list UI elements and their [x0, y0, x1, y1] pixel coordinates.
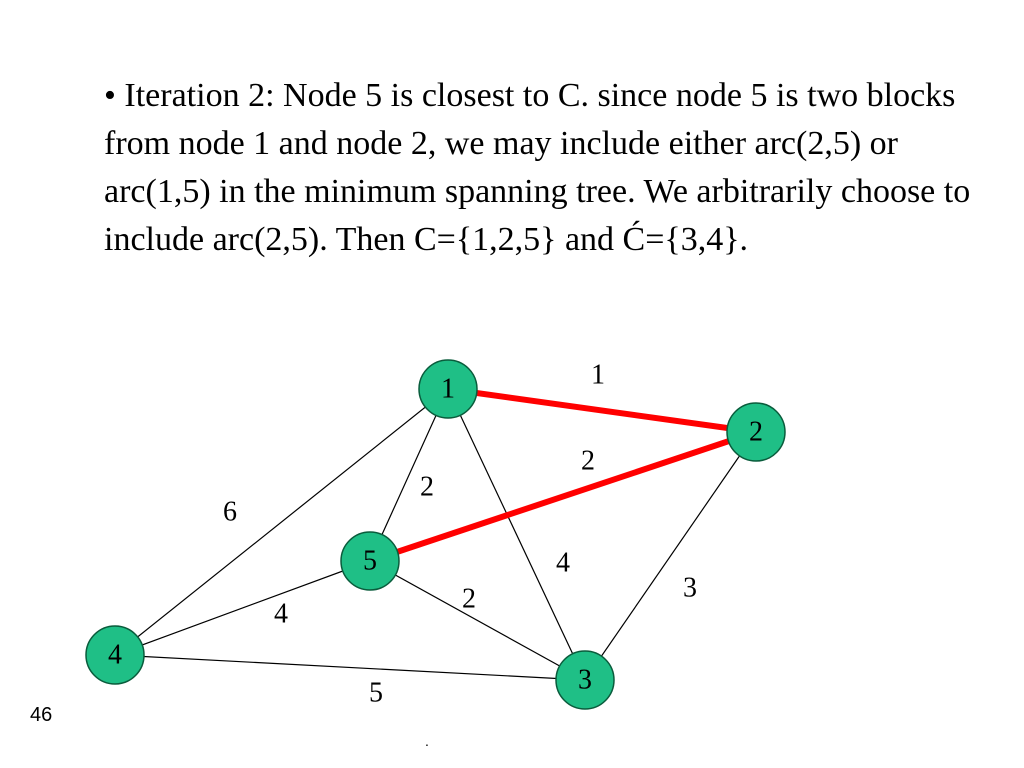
node-label-2: 2: [749, 417, 763, 448]
node-circle-2: [726, 402, 786, 462]
node-circle-4: [85, 625, 145, 685]
arc-weight-1-4: 6: [223, 497, 237, 528]
node-5: 5: [340, 531, 400, 591]
slide-body-text: • Iteration 2: Node 5 is closest to C. s…: [104, 72, 1004, 264]
node-circle-5: [340, 531, 400, 591]
bullet-glyph: •: [104, 77, 116, 114]
arc-weight-1-2: 1: [591, 360, 605, 391]
node-label-5: 5: [363, 546, 377, 577]
node-circle-3: [555, 650, 615, 710]
node-label-4: 4: [108, 640, 122, 671]
node-4: 4: [85, 625, 145, 685]
arc-2-3: [584, 431, 757, 681]
iteration-description: Iteration 2: Node 5 is closest to C. sin…: [104, 77, 971, 258]
arc-4-3: [114, 654, 586, 681]
node-1: 1: [418, 359, 478, 419]
arc-weight-1-3: 4: [556, 548, 570, 579]
arc-weight-1-5: 2: [420, 472, 434, 503]
arc-1-5: [369, 388, 449, 562]
arc-weight-5-4: 4: [274, 599, 288, 630]
node-label-1: 1: [441, 374, 455, 405]
selected-arc-1-2: [447, 386, 757, 435]
arc-1-4: [114, 388, 449, 656]
selected-arc-2-5: [369, 429, 757, 564]
arc-5-3: [369, 560, 586, 681]
arc-weight-2-3: 3: [683, 573, 697, 604]
node-2: 2: [726, 402, 786, 462]
footer-mark: .: [425, 733, 429, 749]
node-label-3: 3: [578, 665, 592, 696]
node-circle-1: [418, 359, 478, 419]
arc-1-3: [447, 388, 586, 681]
node-3: 3: [555, 650, 615, 710]
arc-weight-4-3: 5: [369, 678, 383, 709]
edge-layer: [114, 386, 757, 681]
weight-label-layer: 2 6 4 3 2 4 5 1 2: [223, 360, 697, 709]
node-layer: 1 2 3 4 5: [85, 359, 786, 710]
arc-5-4: [114, 560, 371, 656]
arc-weight-2-5: 2: [581, 446, 595, 477]
page-number: 46: [30, 704, 53, 726]
arc-weight-5-3: 2: [462, 584, 476, 615]
